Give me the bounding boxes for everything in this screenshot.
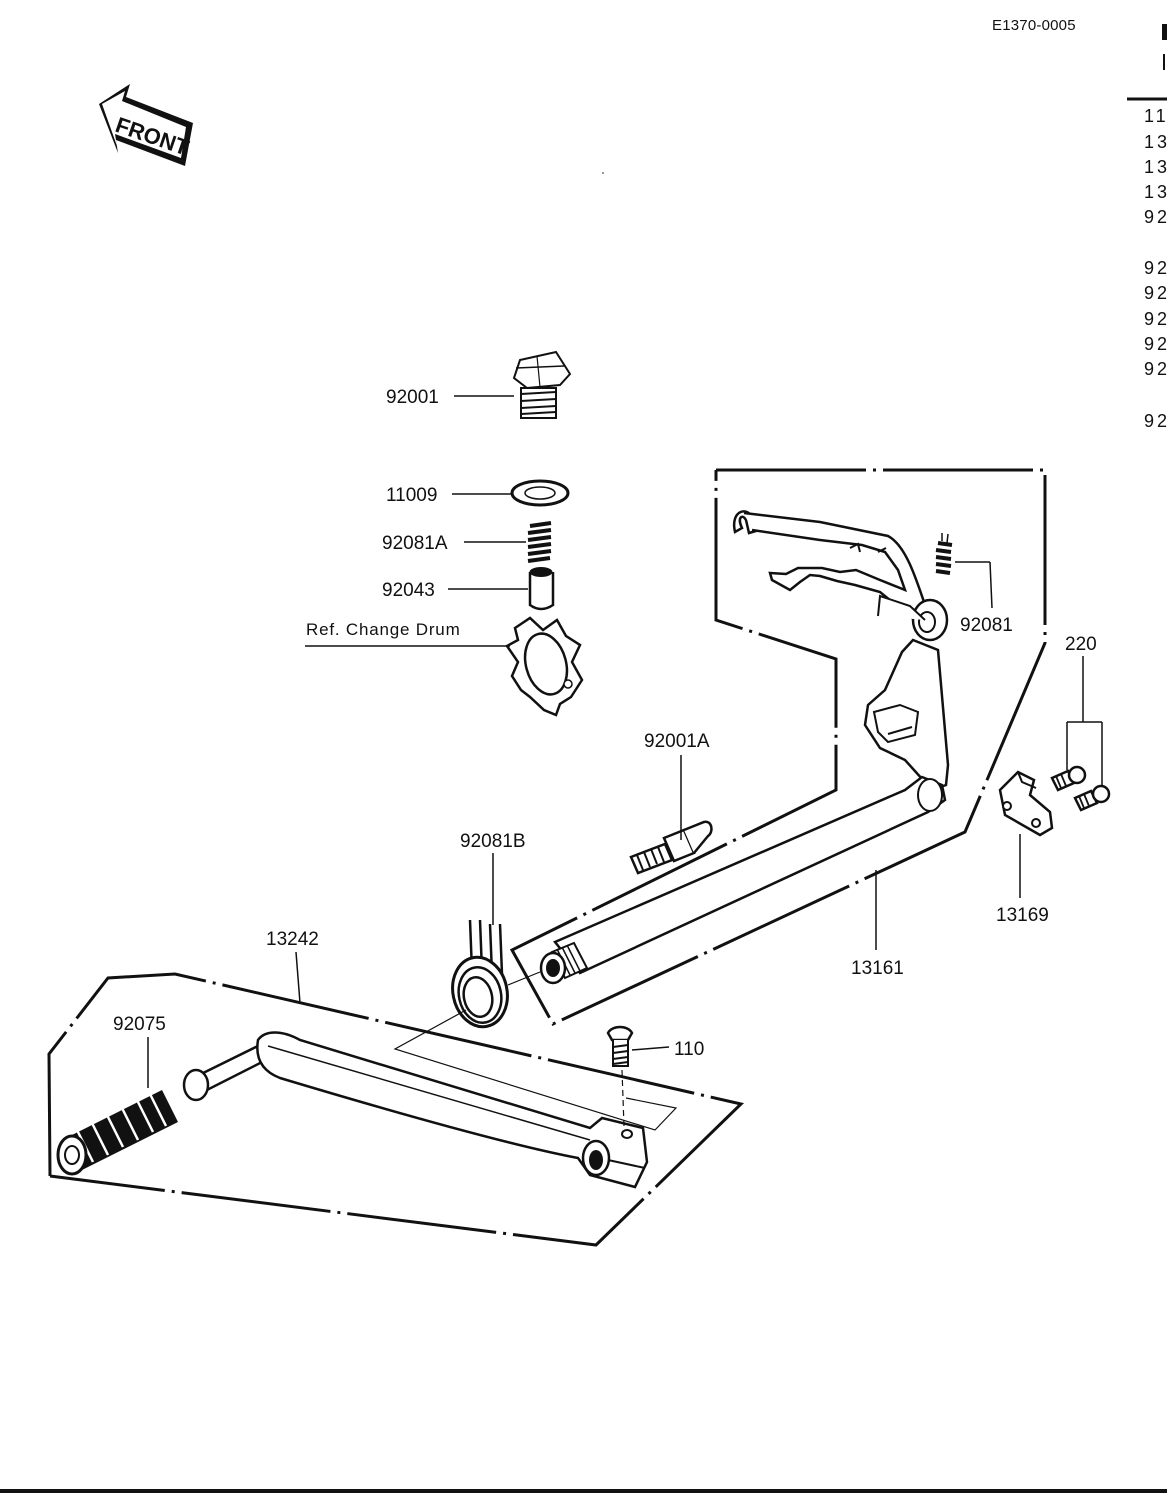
bolt-220-a (1050, 765, 1087, 792)
shift-pedal-13242 (182, 1031, 649, 1189)
label-13242: 13242 (266, 929, 319, 950)
side-list-item: 11 (1144, 106, 1167, 126)
label-92001A: 92001A (644, 731, 710, 752)
side-list-item: 92 (1144, 334, 1167, 354)
bolt-110 (606, 1025, 634, 1067)
stud-bolt-92001A (629, 820, 713, 875)
label-220: 220 (1065, 634, 1097, 655)
plug-bolt-92001 (512, 350, 572, 419)
washer-11009 (510, 479, 570, 507)
assembly-fit-line (393, 1009, 678, 1131)
label-ref-change-drum: Ref. Change Drum (306, 620, 461, 639)
shift-shaft-assembly-boundary (509, 468, 1047, 1026)
label-13161: 13161 (851, 958, 904, 979)
side-list-item: 13 (1144, 132, 1167, 152)
pin-92043 (528, 567, 555, 611)
shift-shaft-13161 (539, 510, 953, 985)
leader-92081-drop (989, 561, 993, 609)
front-arrow-icon: FRONT (99, 84, 193, 166)
label-110: 110 (674, 1039, 704, 1060)
pedal-rubber-92075 (56, 1090, 178, 1176)
side-list-item: 13 (1144, 157, 1167, 177)
side-parts-list: 11 13 13 13 92 92 92 92 92 92 92 (1127, 24, 1167, 431)
side-list-item: 92 (1144, 207, 1167, 227)
spring-92081A (527, 521, 552, 563)
label-13169: 13169 (996, 905, 1049, 926)
guide-plate-13169 (998, 770, 1054, 837)
side-list-item: 92 (1144, 283, 1167, 303)
side-list-item: 92 (1144, 258, 1167, 278)
label-92001: 92001 (386, 387, 439, 408)
label-92081A: 92081A (382, 533, 448, 554)
leader-220 (1066, 656, 1103, 786)
side-list-item: 92 (1144, 309, 1167, 329)
leader-13242 (295, 951, 301, 1004)
side-list-item: 13 (1144, 182, 1167, 202)
label-92081B: 92081B (460, 831, 526, 852)
diagram-code: E1370-0005 (992, 17, 1076, 34)
label-92043: 92043 (382, 580, 435, 601)
spring-to-shaft-line (507, 971, 541, 986)
shift-pedal-assembly-boundary (47, 972, 745, 1247)
leader-110 (631, 1046, 670, 1051)
label-11009: 11009 (386, 485, 437, 506)
bolt-220-b (1073, 784, 1111, 812)
side-list-item: 92 (1144, 411, 1167, 431)
label-92081: 92081 (960, 615, 1013, 636)
return-spring-92081B (451, 919, 509, 1029)
side-list-item: 92 (1144, 359, 1167, 379)
label-92075: 92075 (113, 1014, 166, 1035)
side-block-mark (1162, 24, 1167, 40)
scan-speck (602, 172, 604, 174)
change-drum-star-icon (505, 616, 584, 717)
